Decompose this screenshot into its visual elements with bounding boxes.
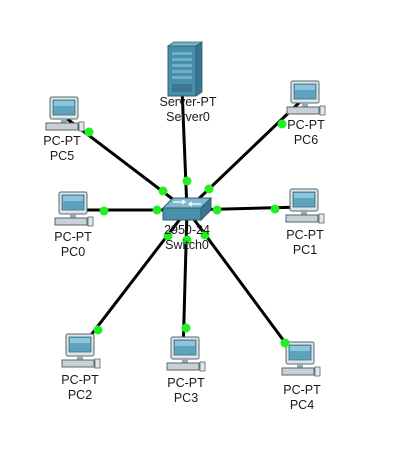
pc5-port: [84, 127, 94, 137]
pc0-name-label: PC0: [60, 245, 86, 259]
server-icon[interactable]: [166, 41, 204, 97]
pc-icon[interactable]: [166, 336, 206, 372]
switch-port-pc4: [200, 230, 210, 240]
switch-model-label: 2950-24: [164, 223, 210, 237]
switch-icon[interactable]: [161, 196, 213, 222]
pc4-port: [280, 338, 290, 348]
switch-port-pc6: [204, 184, 214, 194]
devices-layer: [45, 41, 326, 377]
pc6-name-label: PC6: [293, 133, 319, 147]
pc1-model-label: PC-PT: [286, 228, 324, 242]
pc3-model-label: PC-PT: [167, 376, 205, 390]
ports-layer: [84, 119, 290, 348]
switch-port-pc5: [158, 186, 168, 196]
pc5-name-label: PC5: [49, 149, 75, 163]
pc2-port: [93, 325, 103, 335]
switch-port-server0: [182, 176, 192, 186]
pc4-name-label: PC4: [289, 398, 315, 412]
switch-name-label: Switch0: [165, 238, 209, 252]
pc-icon[interactable]: [286, 80, 326, 116]
switch-port-pc2: [163, 231, 173, 241]
pc2-name-label: PC2: [67, 388, 93, 402]
pc6-port: [277, 119, 287, 129]
pc-icon[interactable]: [45, 96, 85, 132]
pc-icon[interactable]: [281, 341, 321, 377]
pc4-model-label: PC-PT: [283, 383, 321, 397]
pc0-port: [99, 206, 109, 216]
server0-model-label: Server-PT: [159, 95, 217, 109]
switch-port-pc3: [182, 235, 192, 245]
pc3-name-label: PC3: [173, 391, 199, 405]
pc3-port: [181, 323, 191, 333]
server0-name-label: Server0: [166, 110, 210, 124]
pc2-model-label: PC-PT: [61, 373, 99, 387]
pc1-name-label: PC1: [292, 243, 318, 257]
switch-port-pc0: [152, 205, 162, 215]
switch-port-pc1: [212, 205, 222, 215]
pc-icon[interactable]: [285, 188, 325, 224]
pc-icon[interactable]: [54, 191, 94, 227]
pc5-model-label: PC-PT: [43, 134, 81, 148]
pc0-model-label: PC-PT: [54, 230, 92, 244]
pc1-port: [270, 204, 280, 214]
pc6-model-label: PC-PT: [287, 118, 325, 132]
pc-icon[interactable]: [61, 333, 101, 369]
link-server0: [180, 87, 189, 211]
